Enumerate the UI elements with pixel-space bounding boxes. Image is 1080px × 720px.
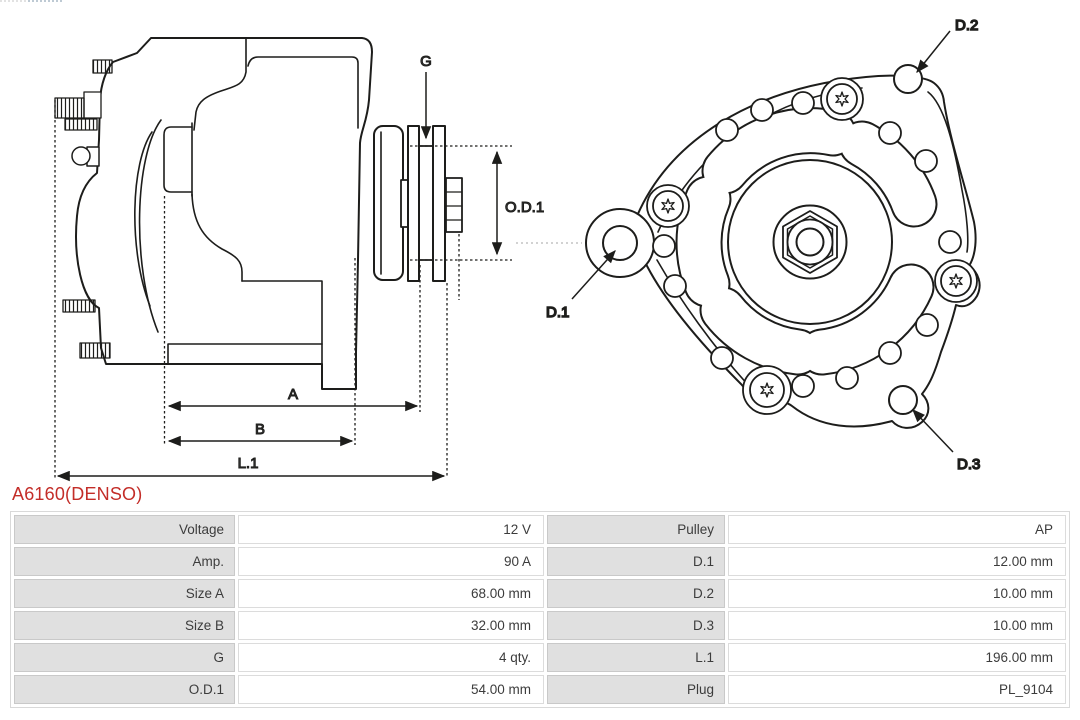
side-view-dimensions: G O.D.1 A B L.1 bbox=[54, 53, 545, 482]
spec-value-cell: 10.00 mm bbox=[728, 579, 1066, 608]
spec-value-cell: 90 A bbox=[238, 547, 544, 576]
spec-value-cell: 12 V bbox=[238, 515, 544, 544]
spec-label-cell: Pulley bbox=[547, 515, 725, 544]
spec-value-cell: AP bbox=[728, 515, 1066, 544]
dim-label-d1: D.1 bbox=[546, 304, 569, 321]
shaft-thread-block bbox=[445, 177, 463, 233]
b-plus-terminal bbox=[71, 146, 100, 167]
dim-label-d3: D.3 bbox=[957, 456, 980, 473]
vent-holes bbox=[652, 91, 962, 398]
mounting-ear-d1 bbox=[585, 208, 655, 278]
technical-drawings: G O.D.1 A B L.1 bbox=[0, 0, 981, 482]
spec-value-cell: 12.00 mm bbox=[728, 547, 1066, 576]
spec-value-cell: 32.00 mm bbox=[238, 611, 544, 640]
mounting-hole-d3 bbox=[888, 385, 918, 415]
alternator-diagram-svg: G O.D.1 A B L.1 bbox=[0, 0, 981, 482]
shaft-nut bbox=[772, 204, 848, 280]
dim-label-g: G bbox=[420, 53, 432, 70]
spec-label-cell: G bbox=[14, 643, 235, 672]
leader-d1 bbox=[571, 250, 616, 300]
pulley-groove-lines bbox=[418, 145, 434, 261]
leader-d3 bbox=[912, 409, 954, 453]
spec-label-cell: Plug bbox=[547, 675, 725, 704]
spec-label-cell: Size B bbox=[14, 611, 235, 640]
spec-label-cell: L.1 bbox=[547, 643, 725, 672]
dim-label-l1: L.1 bbox=[238, 455, 259, 472]
spec-label-cell: D.1 bbox=[547, 547, 725, 576]
spec-value-cell: 68.00 mm bbox=[238, 579, 544, 608]
spec-label-cell: O.D.1 bbox=[14, 675, 235, 704]
drive-end-nose bbox=[373, 125, 404, 281]
dim-label-b: B bbox=[255, 421, 265, 438]
dim-label-d2: D.2 bbox=[955, 17, 978, 34]
front-view-drawing bbox=[585, 64, 981, 429]
extension-lines bbox=[54, 100, 512, 478]
front-view-dimensions: D.2 D.1 D.3 bbox=[545, 16, 981, 474]
pulley-flange-front bbox=[432, 125, 446, 282]
spec-label-cell: D.2 bbox=[547, 579, 725, 608]
part-number-title: A6160(DENSO) bbox=[12, 484, 143, 504]
through-bolt-heads bbox=[646, 77, 978, 415]
body-interior-lines bbox=[134, 37, 359, 365]
dim-label-od1: O.D.1 bbox=[505, 199, 544, 216]
spec-label-cell: D.3 bbox=[547, 611, 725, 640]
side-view-drawing bbox=[54, 37, 463, 390]
spec-value-cell: 54.00 mm bbox=[238, 675, 544, 704]
spec-value-cell: 196.00 mm bbox=[728, 643, 1066, 672]
dim-label-a: A bbox=[288, 386, 298, 403]
spec-label-cell: Amp. bbox=[14, 547, 235, 576]
pulley-flange-rear bbox=[407, 125, 420, 282]
spec-value-cell: 10.00 mm bbox=[728, 611, 1066, 640]
spec-label-cell: Voltage bbox=[14, 515, 235, 544]
spec-value-cell: 4 qty. bbox=[238, 643, 544, 672]
leader-d2 bbox=[916, 30, 951, 74]
mounting-hole-d2 bbox=[893, 64, 923, 94]
spec-label-cell: Size A bbox=[14, 579, 235, 608]
vent-slots bbox=[675, 107, 938, 376]
spec-value-cell: PL_9104 bbox=[728, 675, 1066, 704]
rear-studs bbox=[54, 59, 113, 359]
